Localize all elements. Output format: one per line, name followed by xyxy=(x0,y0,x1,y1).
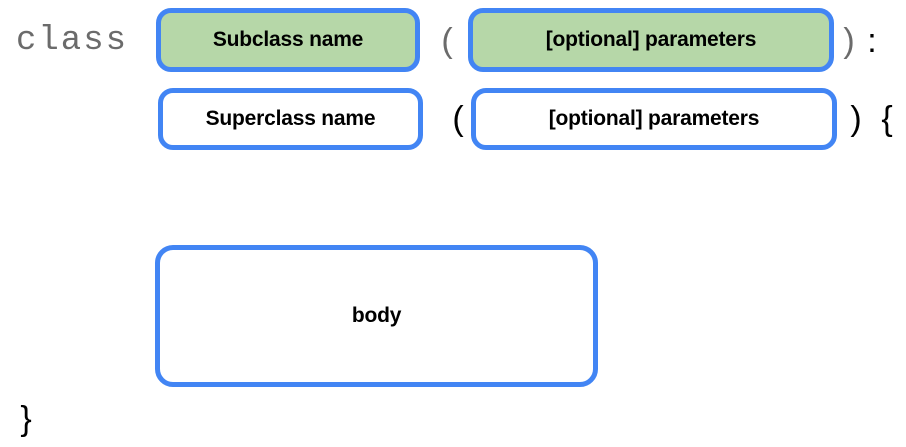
subclass-name-label: Subclass name xyxy=(212,28,364,51)
subclass-colon-terminator: : xyxy=(867,22,877,60)
superclass-name-label: Superclass name xyxy=(205,107,376,130)
superclass-open-paren: ( xyxy=(452,100,464,138)
class-keyword: class xyxy=(16,22,129,60)
subclass-parameters-label: [optional] parameters xyxy=(545,28,757,51)
subclass-close-paren: ) xyxy=(843,22,855,60)
body-close-brace: } xyxy=(20,400,32,438)
superclass-close-paren: ) xyxy=(850,100,862,138)
subclass-name-slot[interactable]: Subclass name xyxy=(156,8,420,72)
class-body-slot[interactable]: body xyxy=(155,245,598,387)
class-body-label: body xyxy=(351,304,402,327)
subclass-parameters-slot[interactable]: [optional] parameters xyxy=(468,8,834,72)
body-open-brace: { xyxy=(881,100,893,138)
superclass-parameters-label: [optional] parameters xyxy=(548,107,760,130)
subclass-open-paren: ( xyxy=(441,22,453,60)
superclass-name-slot[interactable]: Superclass name xyxy=(158,88,423,150)
superclass-parameters-slot[interactable]: [optional] parameters xyxy=(471,88,837,150)
